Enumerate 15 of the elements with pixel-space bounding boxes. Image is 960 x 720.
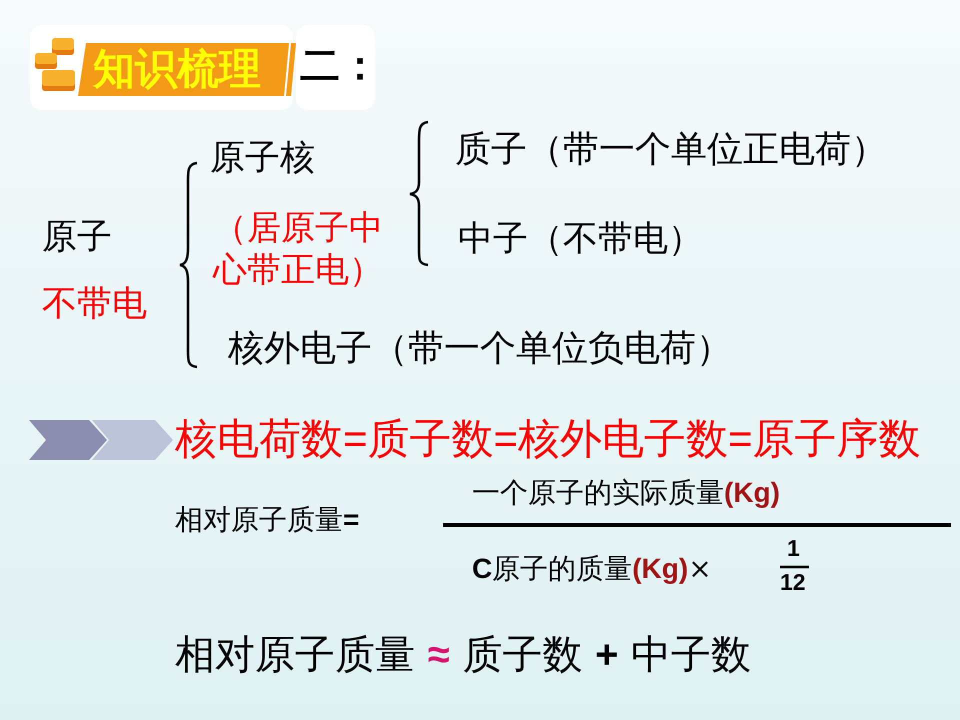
numerator-text: 1 [787, 535, 800, 563]
denominator-text: 12 [780, 569, 806, 597]
formula-text: 核电荷数=质子数=核外电子数=原子序数 [175, 414, 921, 464]
term-label: 中子（不带电） [458, 218, 703, 260]
label-box: 二： [296, 25, 375, 110]
note-label: 不带电 [42, 283, 147, 325]
numerator-text: 一个原子的实际质量(Kg) [472, 476, 780, 510]
note-label: （居原子中心带正电） [213, 207, 384, 291]
denominator-text: C原子的质量(Kg)× [472, 552, 712, 586]
term-label: 原子 [42, 216, 112, 258]
term-label: 核外电子（带一个单位负电荷） [228, 327, 732, 370]
formula-text: 相对原子质量= [175, 503, 360, 537]
formula-text: 相对原子质量 ≈ 质子数 + 中子数 [175, 631, 752, 679]
term-label: 原子核 [210, 137, 315, 179]
term-label: 质子（带一个单位正电荷） [455, 128, 887, 172]
